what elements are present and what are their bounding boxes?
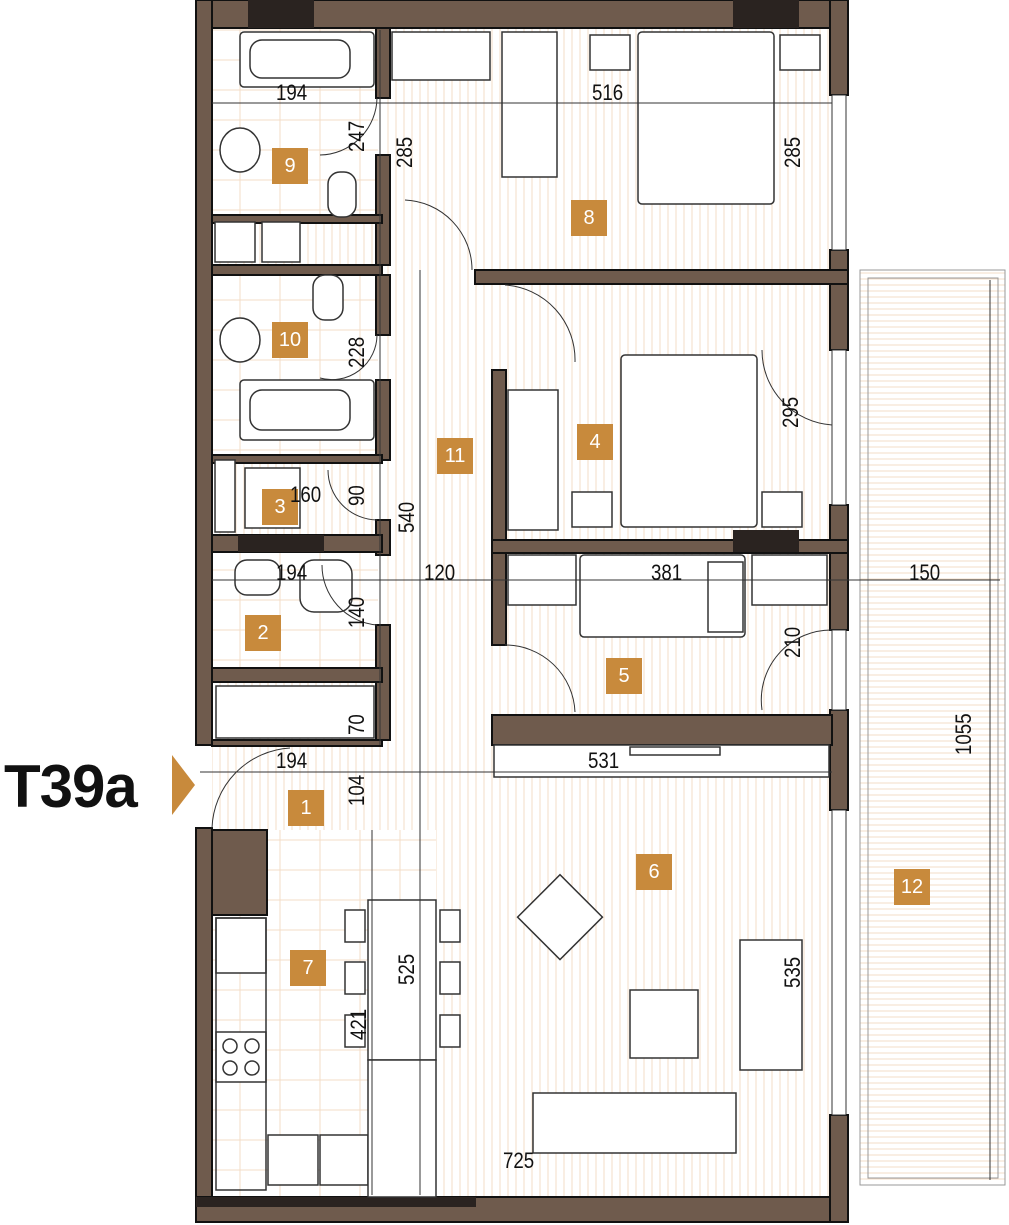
room-label-11: 11 xyxy=(437,438,473,474)
room-label-5: 5 xyxy=(606,658,642,694)
dim-label: 516 xyxy=(592,80,624,105)
room-label-1: 1 xyxy=(288,790,324,826)
dim-label: 90 xyxy=(344,485,369,506)
room-label-6: 6 xyxy=(636,854,672,890)
dim-label: 228 xyxy=(344,336,369,368)
entry-arrow-icon xyxy=(172,755,195,815)
dim-label: 1055 xyxy=(951,713,976,755)
room-label-4: 4 xyxy=(577,424,613,460)
floor-terrace xyxy=(859,269,1006,1186)
dim-label: 285 xyxy=(780,136,805,168)
room-label-12: 12 xyxy=(894,869,930,905)
dim-label: 160 xyxy=(290,482,322,507)
dim-label: 725 xyxy=(503,1148,535,1173)
dim-label: 381 xyxy=(651,560,683,585)
dim-label: 247 xyxy=(344,120,369,152)
room-label-7: 7 xyxy=(290,950,326,986)
dim-label: 140 xyxy=(344,596,369,628)
dim-label: 120 xyxy=(424,560,456,585)
dim-label: 194 xyxy=(276,560,308,585)
dim-label: 540 xyxy=(394,501,419,533)
room-label-10: 10 xyxy=(272,322,308,358)
dim-label: 535 xyxy=(780,956,805,988)
dim-label: 104 xyxy=(344,774,369,806)
dim-label: 210 xyxy=(780,626,805,658)
dim-label: 194 xyxy=(276,80,308,105)
room-label-2: 2 xyxy=(245,615,281,651)
dim-label: 70 xyxy=(344,714,369,735)
dim-label: 531 xyxy=(588,748,620,773)
dim-label: 285 xyxy=(392,136,417,168)
dim-label: 421 xyxy=(346,1008,371,1040)
dim-label: 150 xyxy=(909,560,941,585)
room-label-3: 3 xyxy=(262,489,298,525)
unit-title: T39a xyxy=(4,753,138,820)
room-label-8: 8 xyxy=(571,200,607,236)
room-label-9: 9 xyxy=(272,148,308,184)
dim-label: 525 xyxy=(394,953,419,985)
dim-label: 194 xyxy=(276,748,308,773)
dim-label: 295 xyxy=(778,396,803,428)
